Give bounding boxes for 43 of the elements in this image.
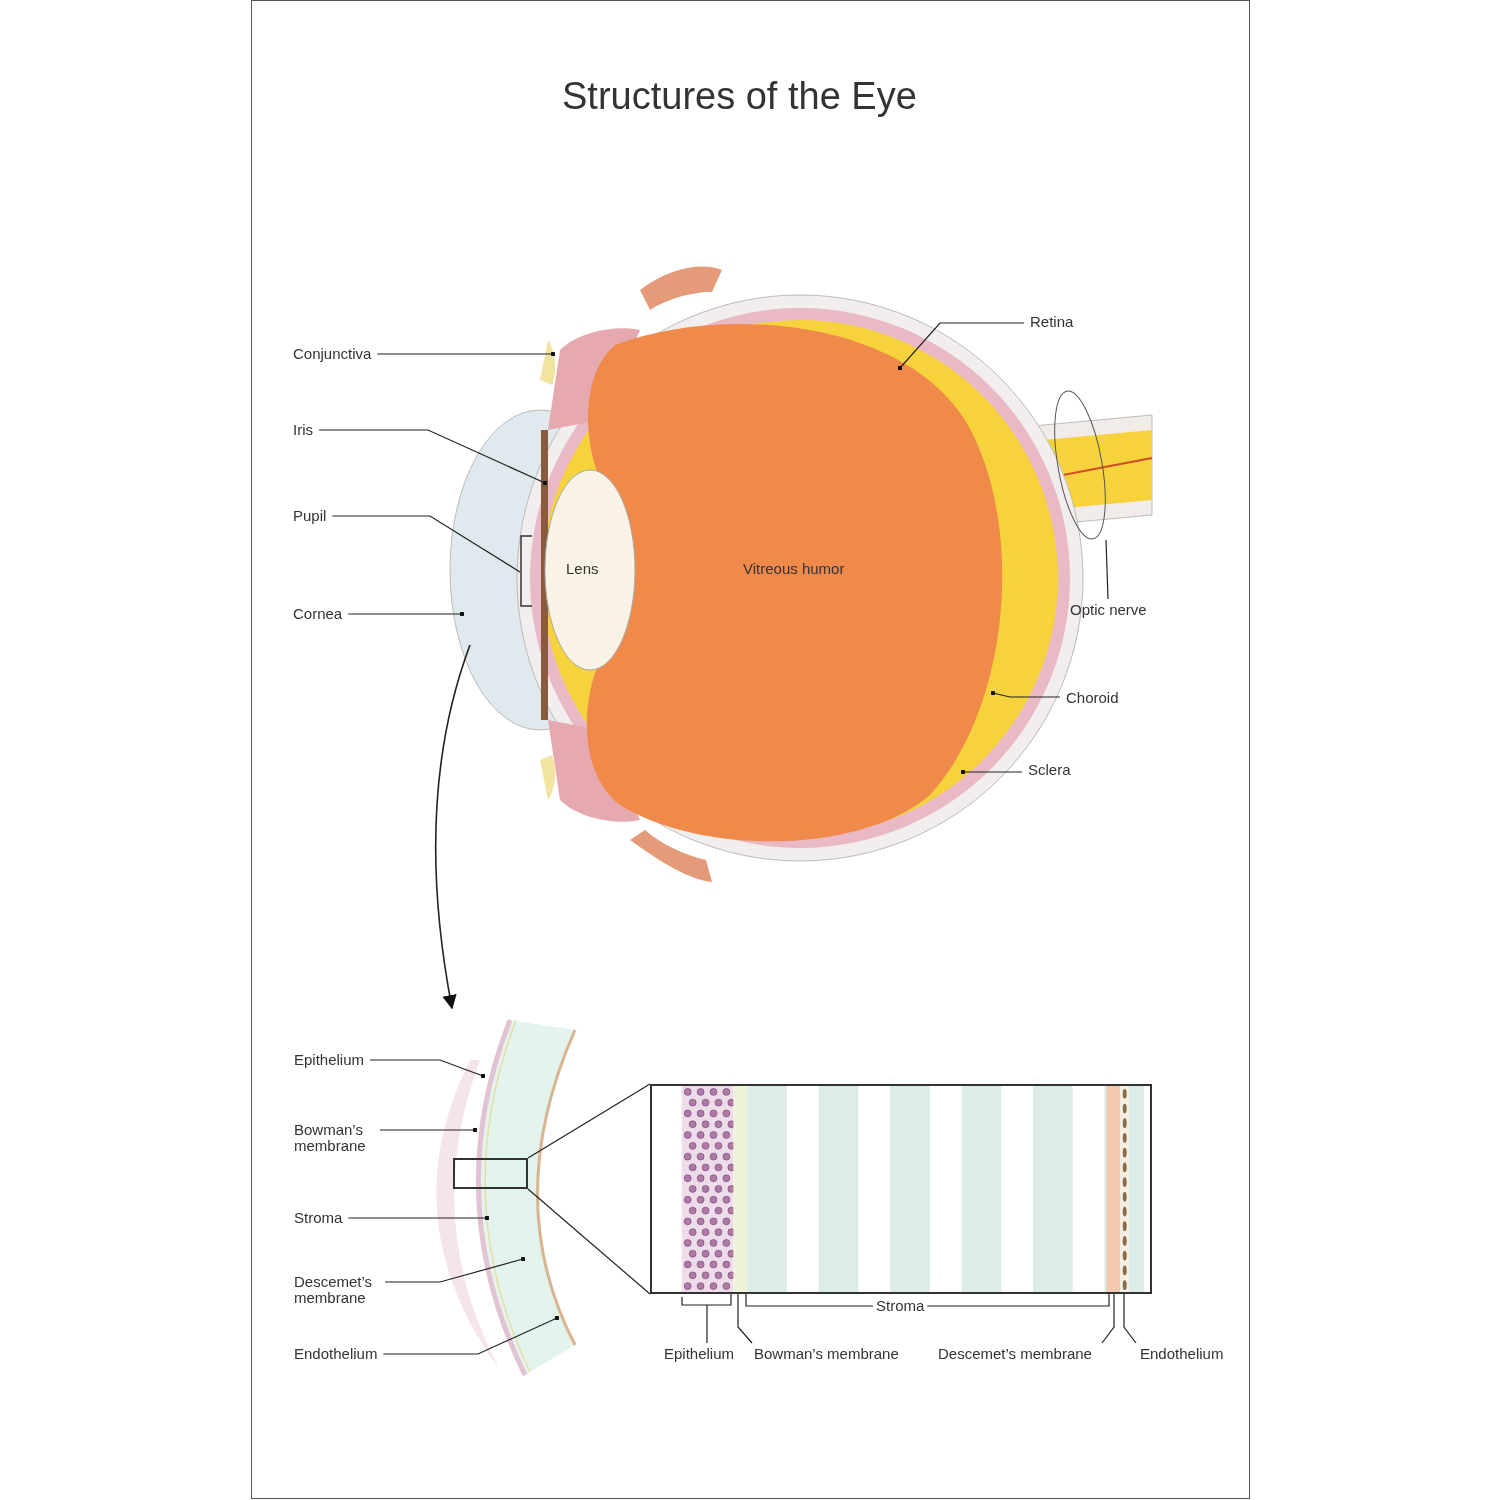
part-label: Stroma — [876, 1298, 925, 1314]
part-label: Cornea — [293, 606, 343, 622]
part-label: Stroma — [294, 1210, 343, 1226]
part-label: Optic nerve — [1070, 602, 1147, 618]
part-label: Bowman’s membrane — [754, 1346, 899, 1362]
leader-line — [318, 429, 548, 486]
part-label: Choroid — [1066, 690, 1119, 706]
bracket — [926, 1293, 1110, 1307]
leader-line — [1105, 539, 1109, 600]
leader-line — [382, 1315, 560, 1355]
zoom-line — [527, 1188, 651, 1295]
leader-line — [384, 1256, 526, 1283]
part-label: Endothelium — [1140, 1346, 1224, 1362]
leader-line — [1101, 1293, 1115, 1344]
title: Structures of the Eye — [562, 74, 917, 118]
part-label: Lens — [566, 561, 599, 577]
part-label: Descemet’s membrane — [294, 1274, 379, 1306]
part-label: Pupil — [293, 508, 327, 524]
magnification-frame — [453, 1158, 528, 1189]
part-label: Sclera — [1028, 762, 1071, 778]
leader-line — [379, 1127, 478, 1133]
magnified-cornea-layers-drawing — [650, 1084, 1152, 1294]
curved-arrow — [434, 644, 471, 1010]
part-label: Bowman’s membrane — [294, 1122, 374, 1154]
leader-line — [331, 515, 521, 573]
leader-line — [369, 1059, 486, 1079]
part-label: Vitreous humor — [743, 561, 845, 577]
part-label: Epithelium — [664, 1346, 735, 1362]
zoom-line — [527, 1083, 651, 1159]
part-label: Retina — [1030, 314, 1074, 330]
leader-line — [897, 322, 1025, 371]
bracket — [745, 1293, 874, 1307]
leader-line — [347, 1215, 490, 1221]
part-label: Epithelium — [294, 1052, 365, 1068]
leader-line — [1123, 1293, 1137, 1344]
part-label: Endothelium — [294, 1346, 378, 1362]
leader-line — [376, 351, 556, 357]
part-label: Iris — [293, 422, 313, 438]
leader-line — [347, 611, 465, 617]
leader-line — [737, 1293, 753, 1344]
part-label: Conjunctiva — [293, 346, 372, 362]
leader-line — [681, 1293, 732, 1344]
part-label: Descemet’s membrane — [938, 1346, 1092, 1362]
